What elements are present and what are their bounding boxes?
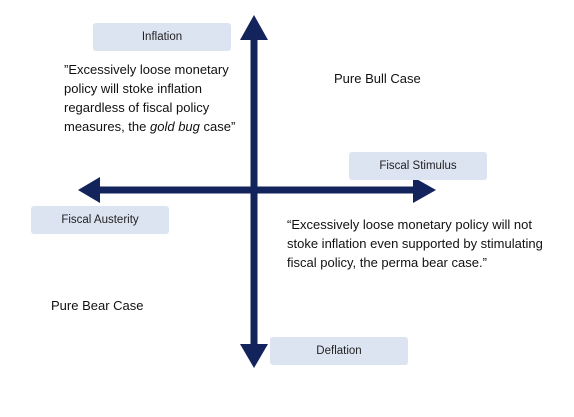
pure-bull-case: Pure Bull Case: [334, 71, 421, 86]
perma-bear-case-quote: “Excessively loose monetary policy will …: [287, 217, 543, 270]
inflation-label-text: Inflation: [141, 31, 183, 43]
left-arrowhead: [78, 177, 100, 203]
up-arrowhead: [240, 15, 268, 40]
fiscal-austerity-label: Fiscal Austerity: [31, 206, 169, 234]
gold-bug-case-quote: ”Excessively loose monetary policy will …: [64, 60, 242, 136]
pure-bear-case: Pure Bear Case: [51, 298, 144, 313]
fiscal-stimulus-label: Fiscal Stimulus: [349, 152, 487, 180]
gold-bug-italic: gold bug: [150, 119, 200, 134]
deflation-label: Deflation: [270, 337, 408, 365]
horizontal-axis: [78, 177, 436, 203]
deflation-label-text: Deflation: [316, 345, 362, 357]
down-arrowhead: [240, 344, 268, 368]
gold-bug-quote-start: ”Excessively loose monetary policy will …: [64, 62, 229, 134]
fiscal-stimulus-label-text: Fiscal Stimulus: [379, 160, 457, 172]
inflation-label: Inflation: [93, 23, 231, 51]
fiscal-austerity-label-text: Fiscal Austerity: [61, 214, 139, 226]
gold-bug-quote-end: case”: [199, 119, 236, 134]
right-arrowhead: [413, 177, 436, 203]
